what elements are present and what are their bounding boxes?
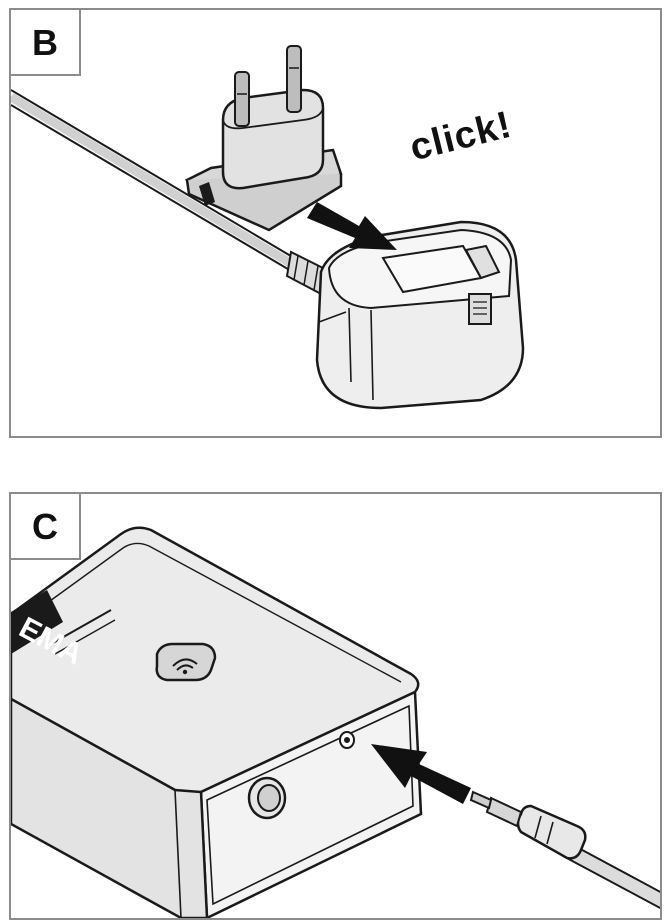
panel-label: B	[11, 10, 81, 76]
plug-adapter-illustration	[11, 45, 525, 410]
front-button-icon	[247, 776, 287, 820]
panel-label: C	[11, 494, 81, 560]
wifi-badge-icon	[155, 642, 217, 682]
adapter-body-icon	[315, 220, 525, 410]
insert-arrow-icon	[307, 202, 397, 250]
router-connection-illustration: EMA	[11, 526, 660, 918]
router-box-icon	[11, 526, 423, 918]
panel-c: EMA	[9, 492, 662, 920]
dc-jack-icon	[469, 790, 660, 909]
insert-arrow-icon	[371, 744, 471, 804]
power-socket-icon	[339, 731, 355, 749]
power-plug-icon	[184, 45, 343, 232]
panel-b: B click!	[9, 8, 662, 438]
